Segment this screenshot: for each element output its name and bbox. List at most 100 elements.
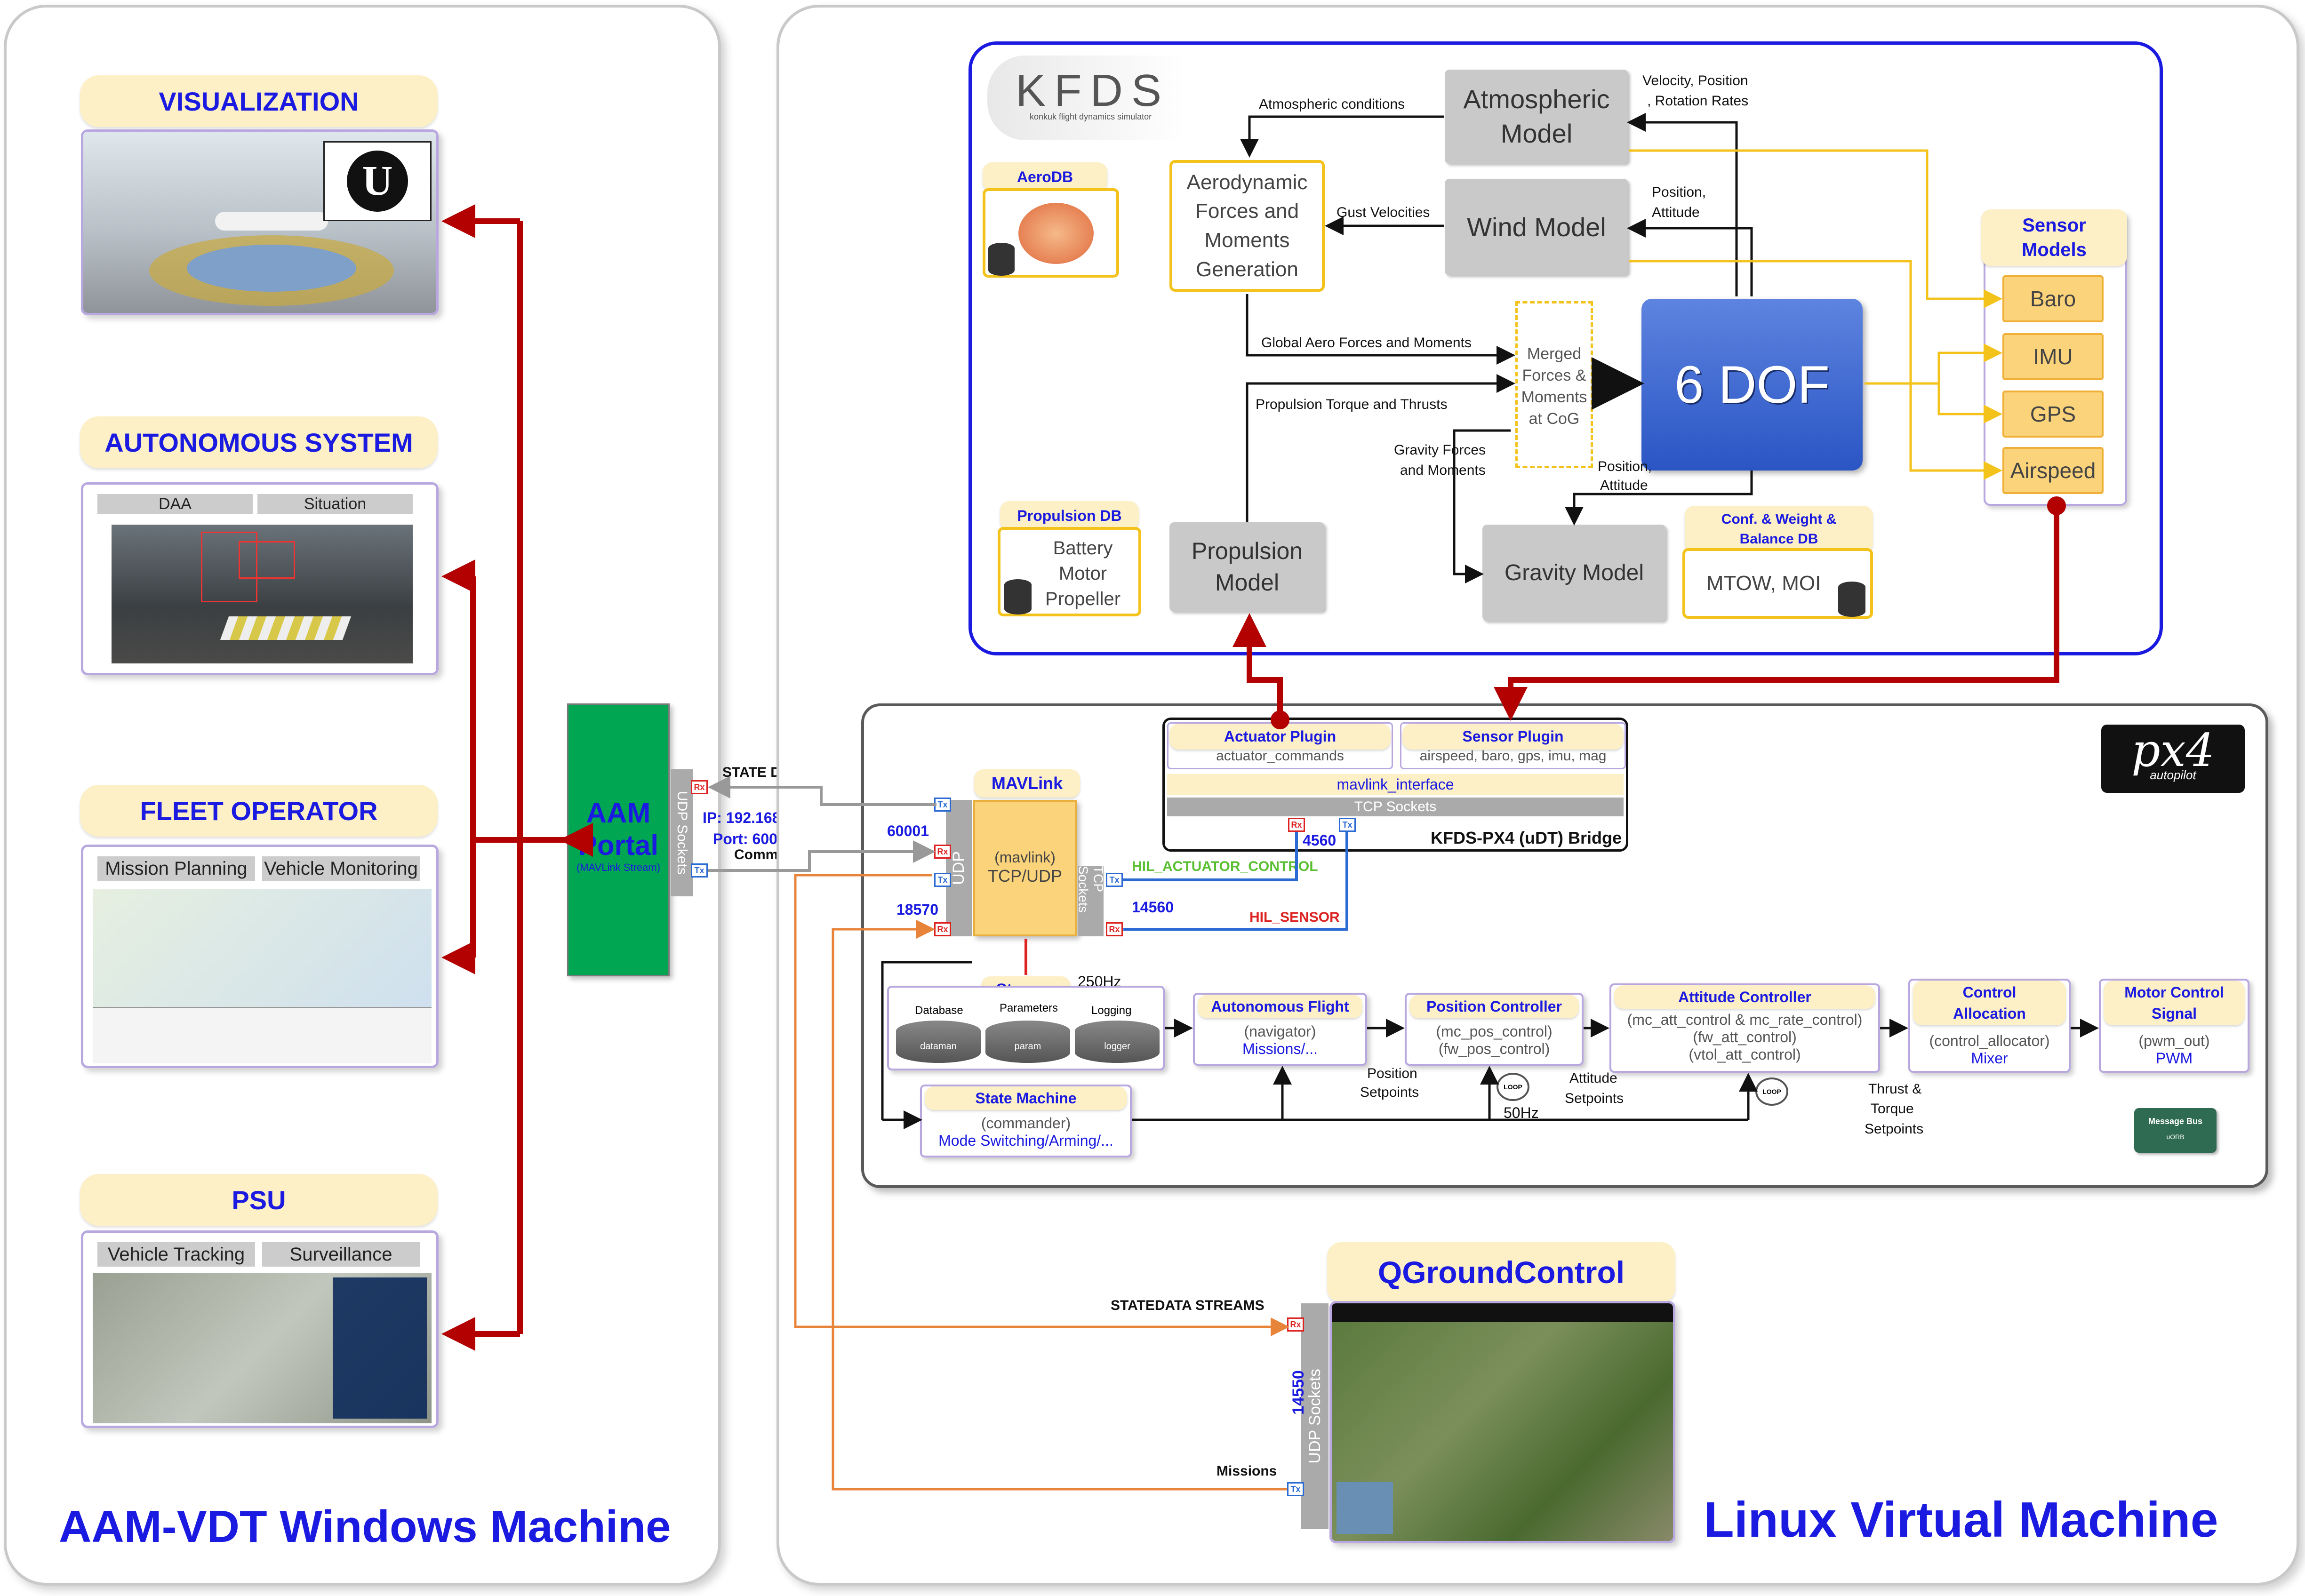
conf-weight-balance-db-label: Conf. & Weight & Balance DB — [1685, 506, 1873, 553]
mavlink-tx-1: Tx — [934, 798, 951, 812]
conf-db-box: MTOW, MOI — [1682, 548, 1873, 619]
propulsion-db-label: Propulsion DB — [1000, 501, 1139, 530]
attitude-setpoints-label-2: Setpoints — [1565, 1091, 1624, 1106]
wind-position-label: Position, — [1652, 184, 1706, 200]
qgroundcontrol-label: QGroundControl — [1327, 1242, 1675, 1302]
propulsion-db-box: Battery Motor Propeller — [998, 527, 1141, 616]
mavlink-tcp-strip: TCP Sockets — [1076, 866, 1106, 936]
unreal-logo: U — [323, 141, 432, 221]
mavlink-tcp-tx: Tx — [1106, 873, 1123, 887]
propulsion-torque-label: Propulsion Torque and Thrusts — [1256, 397, 1448, 412]
sensor-plugin-label: Sensor Plugin — [1402, 724, 1624, 750]
message-bus: Message Bus uORB — [2134, 1108, 2217, 1153]
psu-label: PSU — [80, 1174, 438, 1226]
aerodb-box — [983, 188, 1119, 278]
bridge-tx-port: Tx — [1339, 818, 1356, 832]
thrust-setpoints-label: Setpoints — [1865, 1121, 1924, 1137]
sensor-plugin-topics-label: airspeed, baro, gps, imu, mag — [1419, 748, 1607, 764]
fleet-operator-label: FLEET OPERATOR — [80, 785, 438, 837]
propulsion-model: Propulsion Model — [1169, 522, 1325, 612]
autonomous-system-label: AUTONOMOUS SYSTEM — [80, 416, 438, 468]
statedata-streams-label: STATEDATA STREAMS — [1111, 1298, 1265, 1313]
merged-forces: Merged Forces & Moments at CoG — [1515, 301, 1593, 468]
windows-machine-title: AAM-VDT Windows Machine — [59, 1501, 671, 1552]
mavlink-tcp-rx: Rx — [1106, 922, 1123, 936]
rotation-rates-label: , Rotation Rates — [1647, 93, 1749, 109]
linux-machine-title: Linux Virtual Machine — [1704, 1492, 2218, 1548]
portal-subtitle: (MAVLink Stream) — [576, 862, 661, 873]
gravity-attitude-label: Attitude — [1600, 478, 1648, 493]
global-aero-label: Global Aero Forces and Moments — [1261, 335, 1472, 351]
mavlink-rx-2: Rx — [934, 922, 951, 936]
rate-50hz-label: 50Hz — [1504, 1104, 1539, 1121]
position-controller-module: Position Controller (mc_pos_control) (fw… — [1405, 993, 1584, 1066]
gravity-position-label: Position, — [1598, 459, 1652, 474]
param-db: param — [985, 1021, 1070, 1063]
loop-icon: LOOP — [1497, 1073, 1529, 1101]
psu-screenshot: Vehicle Tracking Surveillance — [81, 1230, 439, 1428]
storage-module: Database Parameters Logging dataman para… — [887, 986, 1165, 1070]
bridge-rx-port: Rx — [1288, 818, 1305, 832]
portal-udp-sockets: UDP Sockets — [671, 769, 693, 896]
mavlink-tx-2: Tx — [934, 873, 951, 887]
sensor-gps: GPS — [2002, 391, 2104, 438]
vehicle-monitoring-tab: Vehicle Monitoring — [262, 856, 420, 881]
aero-forces-generation: Aerodynamic Forces and Moments Generatio… — [1169, 160, 1325, 292]
sensor-airspeed: Airspeed — [2002, 447, 2104, 494]
position-setpoints-label: Position — [1367, 1066, 1417, 1081]
state-machine-module: State Machine (commander) Mode Switching… — [920, 1085, 1132, 1157]
thrust-label: Thrust & — [1868, 1081, 1922, 1097]
sensor-models-label: Sensor Models — [1981, 209, 2127, 266]
fleet-screenshot: Mission Planning Vehicle Monitoring — [81, 845, 439, 1068]
mavlink-interface: mavlink_interface — [1167, 774, 1624, 795]
bridge-title: KFDS-PX4 (uDT) Bridge — [1431, 828, 1622, 847]
sensor-baro: Baro — [2002, 275, 2104, 322]
bridge-tcp-sockets: TCP Sockets — [1167, 798, 1624, 816]
aircraft-shape — [215, 212, 328, 231]
qgc-udp-sockets: UDP Sockets — [1301, 1303, 1329, 1529]
database-icon — [1004, 579, 1032, 614]
dataman-db: dataman — [896, 1021, 981, 1063]
mission-planning-tab: Mission Planning — [97, 856, 255, 881]
velocity-position-label: Velocity, Position — [1642, 73, 1748, 88]
situation-tab: Situation — [257, 494, 413, 514]
portal-rx-port: Rx — [691, 780, 708, 794]
port-60001: 60001 — [887, 822, 929, 839]
database-icon — [1838, 582, 1865, 617]
mavlink-label: MAVLink — [974, 769, 1080, 798]
control-allocation-module: Control Allocation (control_allocator) M… — [1908, 979, 2071, 1073]
hil-actuator-control-label: HIL_ACTUATOR_CONTROL — [1132, 859, 1318, 874]
torque-label: Torque — [1871, 1101, 1914, 1117]
gust-velocities-label: Gust Velocities — [1337, 205, 1430, 220]
wind-attitude-label: Attitude — [1652, 205, 1700, 220]
mavlink-module: (mavlink) TCP/UDP — [973, 800, 1077, 936]
daa-tab: DAA — [97, 494, 253, 514]
qgc-rx-port: Rx — [1287, 1317, 1304, 1332]
port-14560: 14560 — [1132, 899, 1174, 916]
motor-control-module: Motor Control Signal (pwm_out) PWM — [2099, 979, 2249, 1073]
surveillance-tab: Surveillance — [262, 1242, 420, 1267]
px4-logo: px4 autopilot — [2101, 725, 2245, 793]
sensor-imu: IMU — [2002, 333, 2104, 380]
autonomous-screenshot: DAA Situation — [81, 482, 439, 675]
qgroundcontrol-screenshot — [1329, 1301, 1675, 1543]
mavlink-udp-strip: UDP — [946, 800, 972, 936]
actuator-plugin-label: Actuator Plugin — [1169, 724, 1391, 750]
wind-model: Wind Model — [1445, 179, 1628, 275]
portal-title-aam: AAM — [586, 797, 651, 829]
gravity-forces-label: Gravity Forces — [1394, 442, 1486, 458]
and-moments-label: and Moments — [1400, 463, 1486, 478]
database-icon — [988, 243, 1015, 276]
bridge-port-4560: 4560 — [1303, 832, 1337, 849]
hil-sensor-label: HIL_SENSOR — [1249, 910, 1340, 925]
actuator-commands-label: actuator_commands — [1216, 748, 1344, 764]
atmospheric-model: Atmospheric Model — [1445, 70, 1628, 164]
port-18570: 18570 — [896, 901, 938, 918]
aerodb-label: AeroDB — [983, 162, 1107, 192]
portal-tx-port: Tx — [691, 863, 708, 878]
position-setpoints-label-2: Setpoints — [1360, 1085, 1419, 1100]
logger-db: logger — [1075, 1021, 1160, 1063]
sensor-plugin-box — [1400, 722, 1626, 769]
visualization-label: VISUALIZATION — [80, 75, 438, 127]
autonomous-flight-module: Autonomous Flight (navigator) Missions/.… — [1193, 993, 1367, 1066]
